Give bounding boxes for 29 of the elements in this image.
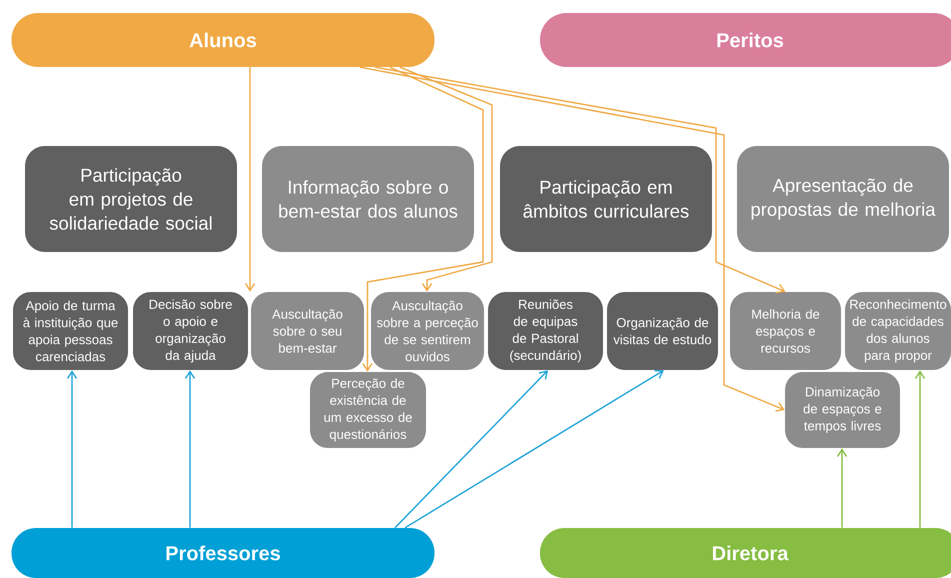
arrow <box>836 448 848 528</box>
activity-box: Reconhecimento de capacidades dos alunos para propor <box>845 292 951 370</box>
arrow <box>404 370 664 528</box>
group-banner: Alunos <box>12 13 434 67</box>
arrow <box>362 66 484 372</box>
category-box: Participação em âmbitos curriculares <box>500 146 712 252</box>
arrow <box>66 370 78 528</box>
arrow <box>394 370 548 528</box>
activity-box: Reuniões de equipas de Pastoral (secundário) <box>488 292 603 370</box>
activity-box: Dinamização de espaços e tempos livres <box>785 372 900 448</box>
arrow <box>914 370 926 528</box>
group-banner: Diretora <box>540 528 951 578</box>
activity-box: Melhoria de espaços e recursos <box>730 292 841 370</box>
activity-box: Auscultação sobre a perceção de se sentirem ouvidos <box>371 292 484 370</box>
arrow <box>374 66 786 294</box>
group-banner: Peritos <box>540 13 951 67</box>
arrow <box>184 370 196 528</box>
activity-box: Apoio de turma à instituição que apoia pessoas carenciadas <box>13 292 128 370</box>
arrow <box>360 66 785 412</box>
category-box: Participação em projetos de solidariedade social <box>25 146 237 252</box>
arrow <box>244 67 256 292</box>
activity-box: Auscultação sobre o seu bem-estar <box>251 292 364 370</box>
activity-box: Perceção de existência de um excesso de questionários <box>310 372 426 448</box>
activity-box: Decisão sobre o apoio e organização da ajuda <box>133 292 248 370</box>
group-banner: Professores <box>12 528 434 578</box>
category-box: Informação sobre o bem-estar dos alunos <box>262 146 474 252</box>
arrow <box>400 66 493 292</box>
category-box: Apresentação de propostas de melhoria <box>737 146 949 252</box>
activity-box: Organização de visitas de estudo <box>607 292 718 370</box>
